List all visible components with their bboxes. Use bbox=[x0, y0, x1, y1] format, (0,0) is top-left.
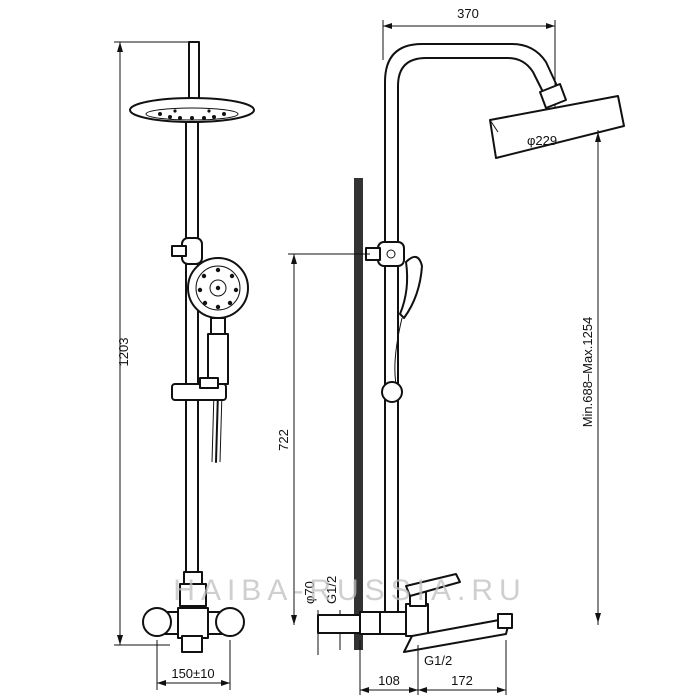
front-rail bbox=[185, 121, 199, 593]
front-view: 1203 bbox=[114, 41, 255, 690]
dim-center-distance: 150±10 bbox=[171, 666, 214, 681]
shower-head-side bbox=[489, 95, 625, 159]
mixer-lever bbox=[405, 573, 461, 597]
side-mixer-body bbox=[405, 603, 429, 637]
dim-thread-upper: G1/2 bbox=[324, 576, 339, 604]
wall-flange bbox=[317, 614, 361, 634]
dim-bracket-height: 722 bbox=[276, 429, 291, 451]
hand-shower-side bbox=[399, 255, 423, 319]
dim-width-top: 370 bbox=[457, 6, 479, 21]
dim-total-height: 1203 bbox=[116, 338, 131, 367]
slider-knob bbox=[381, 381, 403, 403]
side-view: 370 φ229 Min.688–Max.1254 722 bbox=[276, 6, 625, 695]
diverter bbox=[179, 583, 207, 607]
watermark: HAIBA-RUSSIA.RU bbox=[173, 574, 526, 607]
dim-offset-left: 108 bbox=[378, 673, 400, 688]
dim-head-diameter: φ229 bbox=[527, 133, 557, 148]
wall-section bbox=[354, 178, 363, 650]
dim-thread-lower: G1/2 bbox=[424, 653, 452, 668]
dim-base-diameter: φ70 bbox=[302, 581, 317, 604]
spout bbox=[403, 617, 511, 653]
dim-rail-range: Min.688–Max.1254 bbox=[580, 317, 595, 428]
dim-offset-right: 172 bbox=[451, 673, 473, 688]
